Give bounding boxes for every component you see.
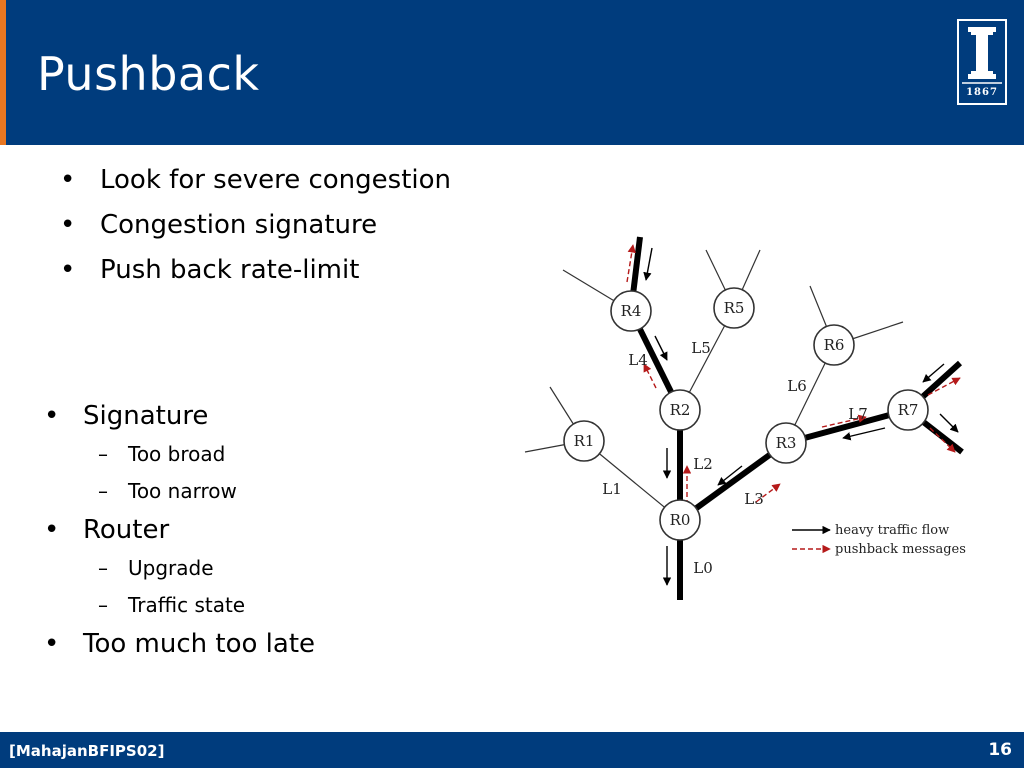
router-r4	[610, 290, 652, 332]
router-label: R5	[724, 299, 745, 317]
sub-bullet-item: –Traffic state	[44, 587, 315, 624]
router-r3	[765, 422, 807, 464]
bullet-mark: •	[60, 165, 76, 195]
bullet-mark: •	[60, 255, 76, 285]
legend-pushback-label: pushback messages	[835, 542, 966, 557]
pushback-diagram: R0 R1 R2 R3 R4 R5 R6 R7 L0 L1 L2 L3 L4 L…	[524, 236, 966, 600]
bullet-text: Look for severe congestion	[100, 165, 452, 195]
link-label: L2	[693, 455, 713, 473]
router-r7	[887, 389, 929, 431]
bullet-item: • Router	[44, 510, 315, 550]
bullet-item: • Look for severe congestion	[60, 158, 451, 203]
link-label: L6	[787, 377, 807, 395]
link-label: L5	[691, 339, 711, 357]
slide-title: Pushback	[37, 47, 260, 101]
column-icon	[962, 27, 1002, 84]
router-label: R2	[670, 401, 691, 419]
flow-arrow	[842, 427, 886, 441]
pushback-arrow	[643, 363, 657, 389]
flow-arrow	[939, 413, 959, 433]
link-label: L3	[744, 490, 764, 508]
router-label: R0	[670, 511, 691, 529]
sub-bullet-text: Too narrow	[128, 479, 237, 503]
router-label: R6	[824, 336, 845, 354]
pushback-arrow	[929, 427, 956, 453]
router-label: R4	[621, 302, 642, 320]
bullet-text: Congestion signature	[100, 210, 378, 240]
router-r2	[659, 389, 701, 431]
bullet-item: • Too much too late	[44, 624, 315, 664]
router-label: R1	[574, 432, 595, 450]
bullet-mark: •	[44, 401, 60, 431]
sub-bullet-item: –Upgrade	[44, 550, 315, 587]
legend-flow-label: heavy traffic flow	[835, 523, 949, 538]
page-number: 16	[988, 740, 1012, 760]
sub-bullet-item: –Too broad	[44, 436, 315, 473]
router-r0	[659, 499, 701, 541]
pushback-arrow	[927, 377, 961, 396]
router-label: R3	[776, 434, 797, 452]
router-r6	[813, 324, 855, 366]
title-bar: Pushback 1867	[0, 0, 1024, 145]
flow-arrow	[643, 247, 653, 281]
bullet-text: Push back rate-limit	[100, 255, 360, 285]
bullet-text: Signature	[83, 401, 209, 431]
router-r5	[713, 287, 755, 329]
router-r1	[563, 420, 605, 462]
sub-bullet-mark: –	[98, 442, 108, 466]
link-l3	[678, 440, 788, 523]
university-logo: 1867	[957, 19, 1007, 105]
link-label: L4	[628, 351, 648, 369]
logo-year: 1867	[966, 87, 998, 98]
flow-arrow	[654, 335, 668, 361]
flow-arrow	[922, 363, 945, 383]
sub-bullet-mark: –	[98, 479, 108, 503]
sub-bullet-text: Upgrade	[128, 556, 214, 580]
link-label: L1	[602, 480, 622, 498]
bullet-item: • Push back rate-limit	[60, 248, 451, 293]
sub-bullet-mark: –	[98, 556, 108, 580]
bullet-mark: •	[60, 210, 76, 240]
citation: [MahajanBFIPS02]	[9, 742, 165, 760]
bullet-text: Too much too late	[83, 629, 316, 659]
pushback-arrow	[755, 483, 781, 503]
link-label: L7	[848, 405, 868, 423]
bullet-item: • Congestion signature	[60, 203, 451, 248]
bullet-mark: •	[44, 629, 60, 659]
title-bar-accent	[0, 0, 6, 145]
flow-arrow	[717, 465, 743, 486]
bullet-mark: •	[44, 515, 60, 545]
bullet-text: Router	[83, 515, 170, 545]
sub-bullet-text: Too broad	[128, 442, 226, 466]
bullet-list-bottom: •Signature –Too broad –Too narrow •Route…	[44, 396, 315, 664]
router-label: R7	[898, 401, 919, 419]
sub-bullet-text: Traffic state	[128, 593, 246, 617]
bullet-list-top: • Look for severe congestion • Congestion …	[60, 158, 451, 293]
sub-bullet-mark: –	[98, 593, 108, 617]
link-label: L0	[693, 559, 713, 577]
sub-bullet-item: –Too narrow	[44, 473, 315, 510]
pushback-arrow	[626, 244, 636, 283]
bullet-item: • Signature	[44, 396, 315, 436]
footer-bar: [MahajanBFIPS02] 16	[0, 732, 1024, 768]
diagram-legend: heavy traffic flow pushback messages	[792, 523, 966, 557]
link-l7	[785, 407, 909, 446]
